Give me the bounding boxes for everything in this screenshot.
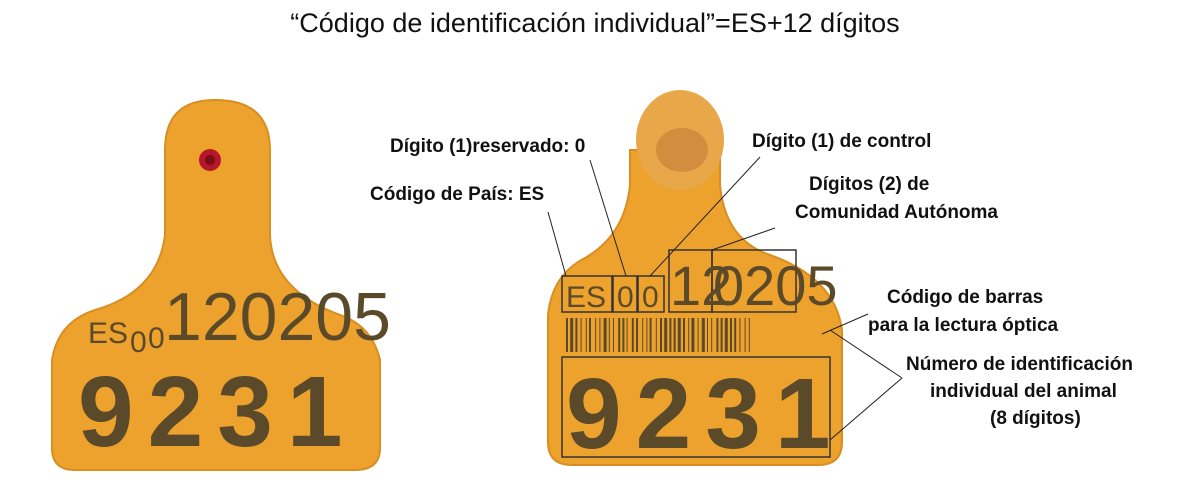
right-ear-tag: ES 0 0 12 0205 9231 — [547, 90, 844, 470]
barcode-bar — [707, 318, 708, 352]
barcode-bar — [580, 318, 582, 352]
label-region-digits-2: Comunidad Autónoma — [795, 202, 998, 223]
label-control-digit: Dígito (1) de control — [752, 131, 931, 152]
barcode-bar — [608, 318, 610, 352]
barcode-bar — [622, 318, 625, 352]
barcode-bar — [724, 318, 728, 352]
label-barcode-1: Código de barras — [887, 287, 1043, 308]
left-tag-code: 120205 — [164, 279, 391, 355]
barcode-bar — [646, 318, 648, 352]
barcode-bar — [636, 318, 638, 352]
right-tag-body — [547, 149, 843, 466]
barcode-bar — [660, 318, 662, 352]
barcode-bar — [683, 318, 685, 352]
barcode-bar — [697, 318, 699, 352]
left-tag-body — [51, 98, 381, 471]
barcode-bar — [626, 318, 628, 352]
country-box — [561, 275, 613, 313]
barcode-bar — [716, 318, 719, 352]
label-region-digits-1: Dígitos (2) de — [809, 174, 929, 195]
label-individual-2: individual del animal — [930, 381, 1117, 402]
label-country-code: Código de País: ES — [370, 184, 544, 205]
left-tag-reserved-digit: 0 — [130, 326, 147, 359]
left-ear-tag: ES 0 0 120205 9231 — [51, 98, 391, 471]
right-tag-control-digit: 0 — [642, 281, 659, 314]
leader-lines — [547, 156, 903, 441]
left-tag-number: 9231 — [78, 356, 356, 468]
number-box — [561, 356, 831, 458]
label-reserved-digit: Dígito (1)reservado: 0 — [390, 136, 585, 157]
right-tag-region-digits: 12 — [670, 254, 732, 317]
barcode-bar — [570, 318, 574, 352]
barcode-bar — [595, 318, 597, 352]
barcode-bar — [618, 318, 621, 352]
barcode-bar — [649, 318, 652, 352]
barcode-bar — [711, 318, 713, 352]
barcode — [566, 318, 750, 352]
barcode-bar — [673, 318, 676, 352]
right-tag-country: ES — [566, 281, 606, 314]
barcode-bar — [669, 318, 672, 352]
label-barcode-2: para la lectura óptica — [868, 315, 1059, 336]
right-tag-reserved-digit: 0 — [617, 281, 634, 314]
barcode-bar — [739, 318, 741, 352]
right-tag-number: 9231 — [566, 358, 844, 470]
right-tag-code-rest: 0205 — [713, 254, 838, 317]
barcode-bar — [701, 318, 705, 352]
barcode-bar — [655, 318, 657, 352]
barcode-bar — [720, 318, 723, 352]
reserved-box — [612, 275, 638, 313]
barcode-bar — [677, 318, 681, 352]
barcode-bar — [748, 318, 750, 352]
barcode-bar — [631, 318, 634, 352]
barcode-bar — [642, 318, 644, 352]
barcode-bar — [744, 318, 746, 352]
code-box — [711, 249, 797, 313]
control-box — [637, 275, 665, 313]
barcode-bar — [730, 318, 732, 352]
page-title: “Código de identificación individual”=ES… — [290, 8, 900, 38]
barcode-bar — [613, 318, 614, 352]
left-tag-control-digit: 0 — [148, 322, 165, 355]
barcode-bar — [603, 318, 607, 352]
label-individual-3: (8 dígitos) — [990, 408, 1081, 429]
barcode-bar — [566, 318, 568, 352]
barcode-bar — [691, 318, 695, 352]
label-individual-1: Número de identificación — [906, 354, 1133, 375]
barcode-bar — [734, 318, 737, 352]
barcode-bar — [688, 318, 690, 352]
barcode-bar — [664, 318, 668, 352]
barcode-bar — [599, 318, 601, 352]
barcode-bar — [589, 318, 591, 352]
barcode-bar — [585, 318, 587, 352]
left-tag-country: ES — [88, 317, 128, 350]
barcode-bar — [575, 318, 578, 352]
